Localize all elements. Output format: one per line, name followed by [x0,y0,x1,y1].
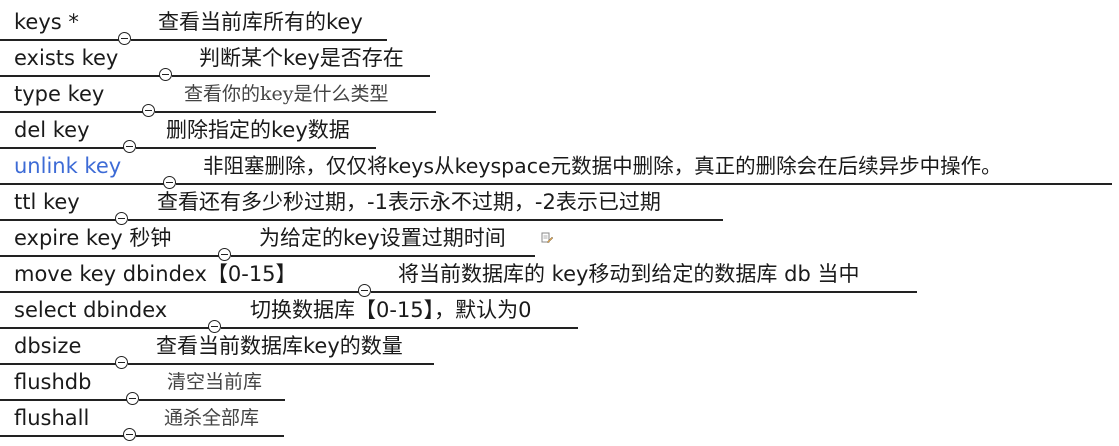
command-key: dbsize [14,334,82,358]
command-description: 将当前数据库的 key移动到给定的数据库 db 当中 [398,262,860,286]
command-key: select dbindex [14,298,168,322]
branch-line [0,147,124,149]
branch-line [0,435,124,437]
branch-line [0,111,143,113]
command-key: del key [14,118,90,142]
collapse-minus-icon[interactable] [115,356,128,369]
command-key: expire key 秒钟 [14,226,172,250]
branch-line [0,399,128,401]
edit-note-icon[interactable] [541,232,553,244]
branch-line [231,255,535,257]
branch-line [221,327,578,329]
branch-line [136,147,376,149]
branch-line [0,327,210,329]
command-description: 查看当前库所有的key [158,10,363,34]
command-key: exists key [14,46,119,70]
collapse-minus-icon[interactable] [208,320,221,333]
collapse-minus-icon[interactable] [118,32,131,45]
command-description: 查看当前数据库key的数量 [156,334,403,358]
command-description: 判断某个key是否存在 [199,46,404,70]
collapse-minus-icon[interactable] [358,284,371,297]
branch-line [172,75,430,77]
command-key: keys * [14,10,79,34]
command-key: type key [14,82,105,106]
command-description: 删除指定的key数据 [166,118,350,142]
branch-line [0,363,117,365]
branch-line [128,219,723,221]
collapse-minus-icon[interactable] [115,212,128,225]
command-key: move key dbindex【0-15】 [14,262,297,286]
branch-line [155,111,436,113]
collapse-minus-icon[interactable] [159,68,172,81]
branch-line [0,39,120,41]
branch-line [0,75,160,77]
collapse-minus-icon[interactable] [163,176,176,189]
branch-line [128,363,434,365]
branch-line [0,255,220,257]
command-description: 非阻塞删除，仅仅将keys从keyspace元数据中删除，真正的删除会在后续异步… [203,154,1002,178]
command-description: 通杀全部库 [164,407,260,429]
command-key: ttl key [14,190,80,214]
command-description: 清空当前库 [167,371,263,393]
branch-line [176,183,1112,185]
branch-line [139,399,285,401]
branch-line [136,435,284,437]
branch-line [0,291,360,293]
collapse-minus-icon[interactable] [123,140,136,153]
command-description: 切换数据库【0-15】，默认为0 [250,298,532,322]
collapse-minus-icon[interactable] [123,428,136,441]
collapse-minus-icon[interactable] [126,392,139,405]
command-description: 查看你的key是什么类型 [184,83,389,105]
command-description: 为给定的key设置过期时间 [259,226,506,250]
collapse-minus-icon[interactable] [142,104,155,117]
branch-line [0,219,116,221]
command-description: 查看还有多少秒过期，-1表示永不过期，-2表示已过期 [157,190,661,214]
branch-line [0,183,165,185]
command-key: flushall [14,406,90,430]
command-key: flushdb [14,370,92,394]
command-key-link[interactable]: unlink key [14,154,122,178]
collapse-minus-icon[interactable] [218,248,231,261]
branch-line [371,291,917,293]
branch-line [131,39,387,41]
